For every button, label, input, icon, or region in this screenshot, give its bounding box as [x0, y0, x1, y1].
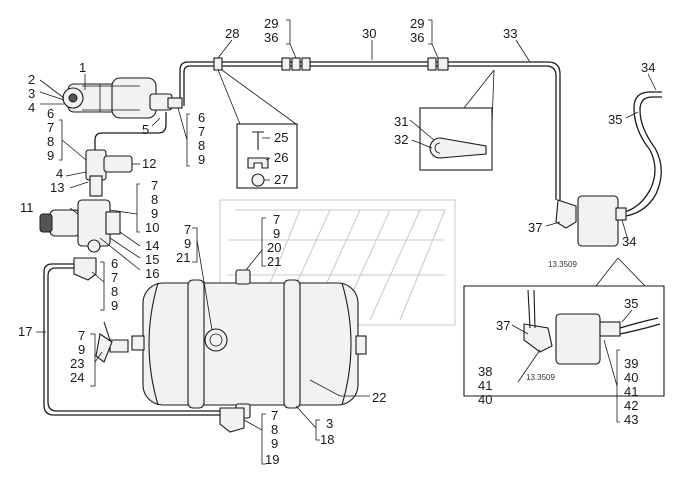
- callout-7: 7: [78, 328, 85, 343]
- callout-8: 8: [271, 422, 278, 437]
- callout-43: 43: [624, 412, 638, 427]
- callout-7: 7: [47, 120, 54, 135]
- callout-8: 8: [111, 284, 118, 299]
- callout-8: 8: [151, 192, 158, 207]
- callout-18: 18: [320, 432, 334, 447]
- receiver-tag-detail: 13.3509: [526, 373, 555, 382]
- callout-7: 7: [198, 124, 205, 139]
- pipe-couplers: [213, 57, 449, 71]
- receiver-tag-main: 13.3509: [548, 260, 577, 269]
- callout-7: 7: [273, 212, 280, 227]
- callout-6: 6: [111, 256, 118, 271]
- callout-15: 15: [145, 252, 159, 267]
- callout-7: 7: [271, 408, 278, 423]
- callout-4: 4: [28, 100, 35, 115]
- elbow-fitting-bottom: [219, 407, 245, 433]
- callout-31: 31: [394, 114, 408, 129]
- callout-10: 10: [145, 220, 159, 235]
- callout-28: 28: [225, 26, 239, 41]
- callout-32: 32: [394, 132, 408, 147]
- callout-17: 17: [18, 324, 32, 339]
- callout-12: 12: [142, 156, 156, 171]
- callout-39: 39: [624, 356, 638, 371]
- callout-41: 41: [478, 378, 492, 393]
- callout-35: 35: [608, 112, 622, 127]
- callout-labels: 1 2 3 4 5 6 7 8 9 6 7 8 9 4 12 13 11 7 8…: [18, 16, 655, 467]
- callout-9: 9: [184, 236, 191, 251]
- callout-6: 6: [47, 106, 54, 121]
- callout-9: 9: [271, 436, 278, 451]
- callout-9: 9: [273, 226, 280, 241]
- compressor-assembly: [62, 77, 183, 119]
- callout-7: 7: [184, 222, 191, 237]
- callout-24: 24: [70, 370, 84, 385]
- callout-23: 23: [70, 356, 84, 371]
- callout-16: 16: [145, 266, 159, 281]
- callout-20: 20: [267, 240, 281, 255]
- callout-9: 9: [111, 298, 118, 313]
- callout-27: 27: [274, 172, 288, 187]
- elbow-fitting-left: [73, 257, 97, 281]
- callout-42: 42: [624, 398, 638, 413]
- callout-38: 38: [478, 364, 492, 379]
- callout-29: 29: [264, 16, 278, 31]
- callout-34: 34: [641, 60, 655, 75]
- callout-7: 7: [111, 270, 118, 285]
- callout-33: 33: [503, 26, 517, 41]
- callout-11: 11: [20, 200, 34, 215]
- callout-1: 1: [79, 60, 86, 75]
- callout-21: 21: [176, 250, 190, 265]
- callout-9: 9: [198, 152, 205, 167]
- pipe-clip-detail: [419, 69, 495, 171]
- callout-37: 37: [496, 318, 510, 333]
- callout-40: 40: [624, 370, 638, 385]
- callout-4: 4: [56, 166, 63, 181]
- callout-6: 6: [198, 110, 205, 125]
- callout-37: 37: [528, 220, 542, 235]
- callout-34: 34: [622, 234, 636, 249]
- callout-5: 5: [142, 122, 149, 137]
- callout-25: 25: [274, 130, 288, 145]
- callout-8: 8: [47, 134, 54, 149]
- callout-19: 19: [265, 452, 279, 467]
- callout-8: 8: [198, 138, 205, 153]
- callout-3: 3: [326, 416, 333, 431]
- drain-valve: [95, 321, 129, 363]
- callout-29: 29: [410, 16, 424, 31]
- air-receiver-tank: [131, 269, 367, 419]
- receiver-detail-view: [463, 257, 665, 397]
- union-fitting-12: [85, 149, 133, 197]
- callout-41: 41: [624, 384, 638, 399]
- callout-40: 40: [478, 392, 492, 407]
- callout-3: 3: [28, 86, 35, 101]
- callout-30: 30: [362, 26, 376, 41]
- leader-lines: [36, 19, 657, 465]
- callout-35: 35: [624, 296, 638, 311]
- callout-9: 9: [78, 342, 85, 357]
- pressure-regulator: [39, 199, 121, 253]
- moisture-receiver-main: [555, 195, 627, 247]
- callout-22: 22: [372, 390, 386, 405]
- clamp-detail: [217, 69, 298, 189]
- callout-7: 7: [151, 178, 158, 193]
- callout-9: 9: [151, 206, 158, 221]
- callout-21: 21: [267, 254, 281, 269]
- callout-26: 26: [274, 150, 288, 165]
- callout-36: 36: [410, 30, 424, 45]
- callout-14: 14: [145, 238, 159, 253]
- callout-13: 13: [50, 180, 64, 195]
- callout-2: 2: [28, 72, 35, 87]
- callout-9: 9: [47, 148, 54, 163]
- callout-36: 36: [264, 30, 278, 45]
